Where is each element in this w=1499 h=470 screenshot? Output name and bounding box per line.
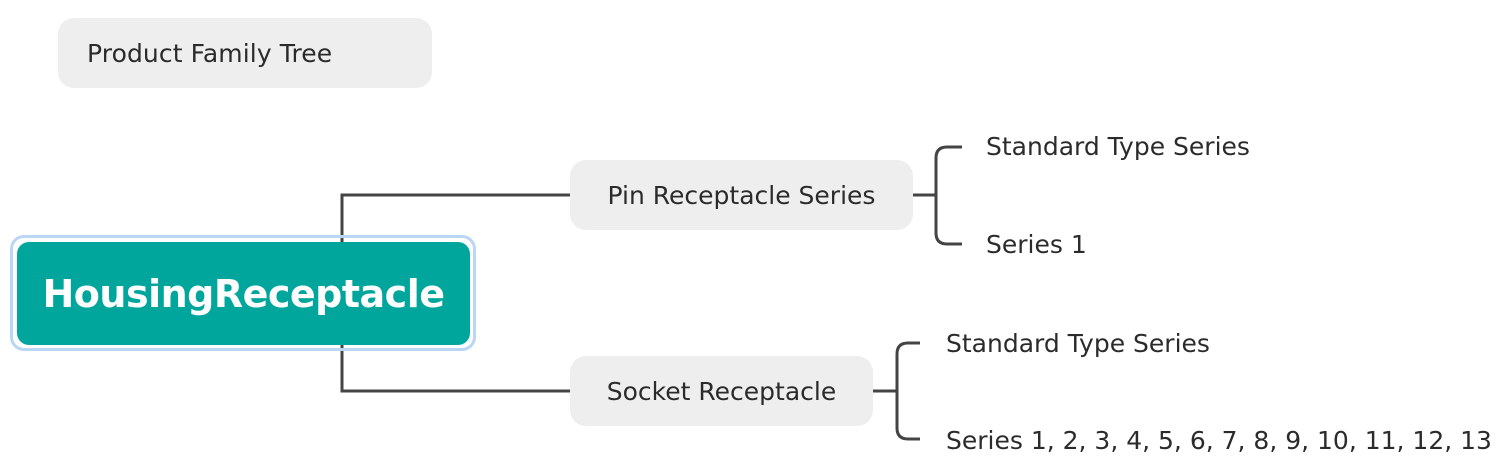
branch-node-label: Pin Receptacle Series bbox=[607, 180, 876, 210]
leaf-node-socket-standard-type[interactable]: Standard Type Series bbox=[946, 331, 1210, 356]
leaf-node-pin-standard-type[interactable]: Standard Type Series bbox=[986, 134, 1250, 159]
root-to-pin-connector bbox=[340, 193, 570, 242]
leaf-node-label: Standard Type Series bbox=[986, 132, 1250, 161]
leaf-node-label: Series 1 bbox=[986, 230, 1087, 259]
leaf-node-label: Series 1, 2, 3, 4, 5, 6, 7, 8, 9, 10, 11… bbox=[946, 426, 1492, 455]
socket-bracket-connector bbox=[873, 341, 920, 441]
leaf-node-pin-series-1[interactable]: Series 1 bbox=[986, 232, 1087, 257]
root-node[interactable]: HousingReceptacle bbox=[17, 242, 470, 345]
root-node-label: HousingReceptacle bbox=[42, 271, 445, 316]
branch-node-pin-receptacle[interactable]: Pin Receptacle Series bbox=[570, 160, 913, 230]
root-to-socket-connector bbox=[340, 345, 570, 393]
leaf-node-socket-series-list[interactable]: Series 1, 2, 3, 4, 5, 6, 7, 8, 9, 10, 11… bbox=[946, 428, 1492, 453]
root-selection-outline bbox=[10, 235, 476, 351]
leaf-node-label: Standard Type Series bbox=[946, 329, 1210, 358]
diagram-title[interactable]: Product Family Tree bbox=[58, 18, 432, 88]
diagram-title-label: Product Family Tree bbox=[87, 38, 333, 68]
branch-node-socket-receptacle[interactable]: Socket Receptacle bbox=[570, 356, 873, 426]
branch-node-label: Socket Receptacle bbox=[606, 376, 837, 406]
pin-bracket-connector bbox=[913, 145, 962, 246]
